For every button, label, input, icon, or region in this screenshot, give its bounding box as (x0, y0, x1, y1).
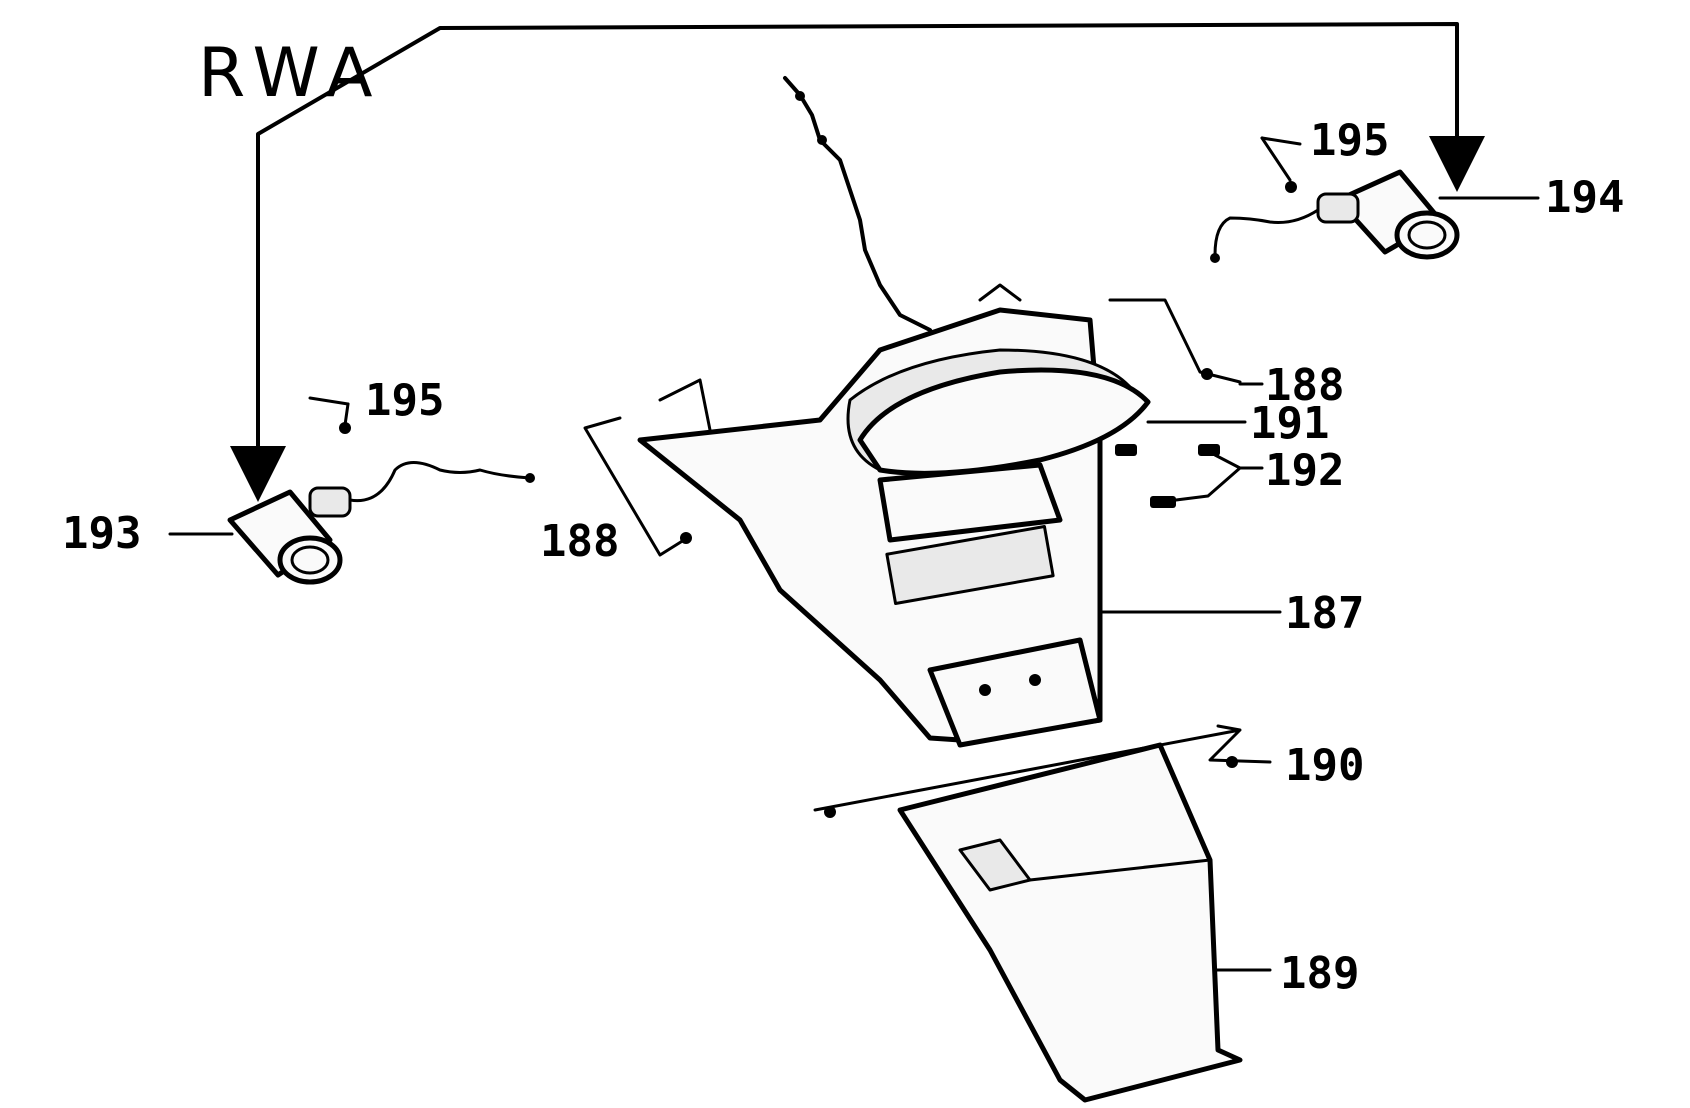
label-189: 189 (1280, 948, 1359, 999)
fasteners-188-left (583, 416, 692, 557)
cover-191 (857, 367, 1247, 476)
lamp-194 (1210, 169, 1460, 263)
label-188-right: 188 (1265, 360, 1344, 411)
fasteners-192 (1115, 444, 1264, 508)
label-190: 190 (1285, 740, 1364, 791)
mudflap-189 (897, 742, 1243, 1103)
label-195-left: 195 (365, 375, 444, 426)
label-193: 193 (62, 508, 141, 559)
label-192: 192 (1265, 445, 1344, 496)
leader-lines (168, 196, 1540, 972)
fasteners-188-right (1108, 298, 1242, 384)
wiring-harness (783, 76, 932, 332)
rwa-bracket (230, 22, 1485, 502)
screw-195-right (1260, 136, 1302, 193)
screw-195-left (308, 396, 351, 434)
label-188-left: 188 (540, 516, 619, 567)
lamp-193 (227, 461, 535, 585)
label-194: 194 (1545, 172, 1624, 223)
label-187: 187 (1285, 588, 1364, 639)
bracket-190 (813, 724, 1272, 818)
label-195-right: 195 (1310, 115, 1389, 166)
tail-housing-187 (637, 283, 1142, 748)
label-191: 191 (1250, 398, 1329, 449)
rwa-label: RWA (198, 34, 383, 113)
